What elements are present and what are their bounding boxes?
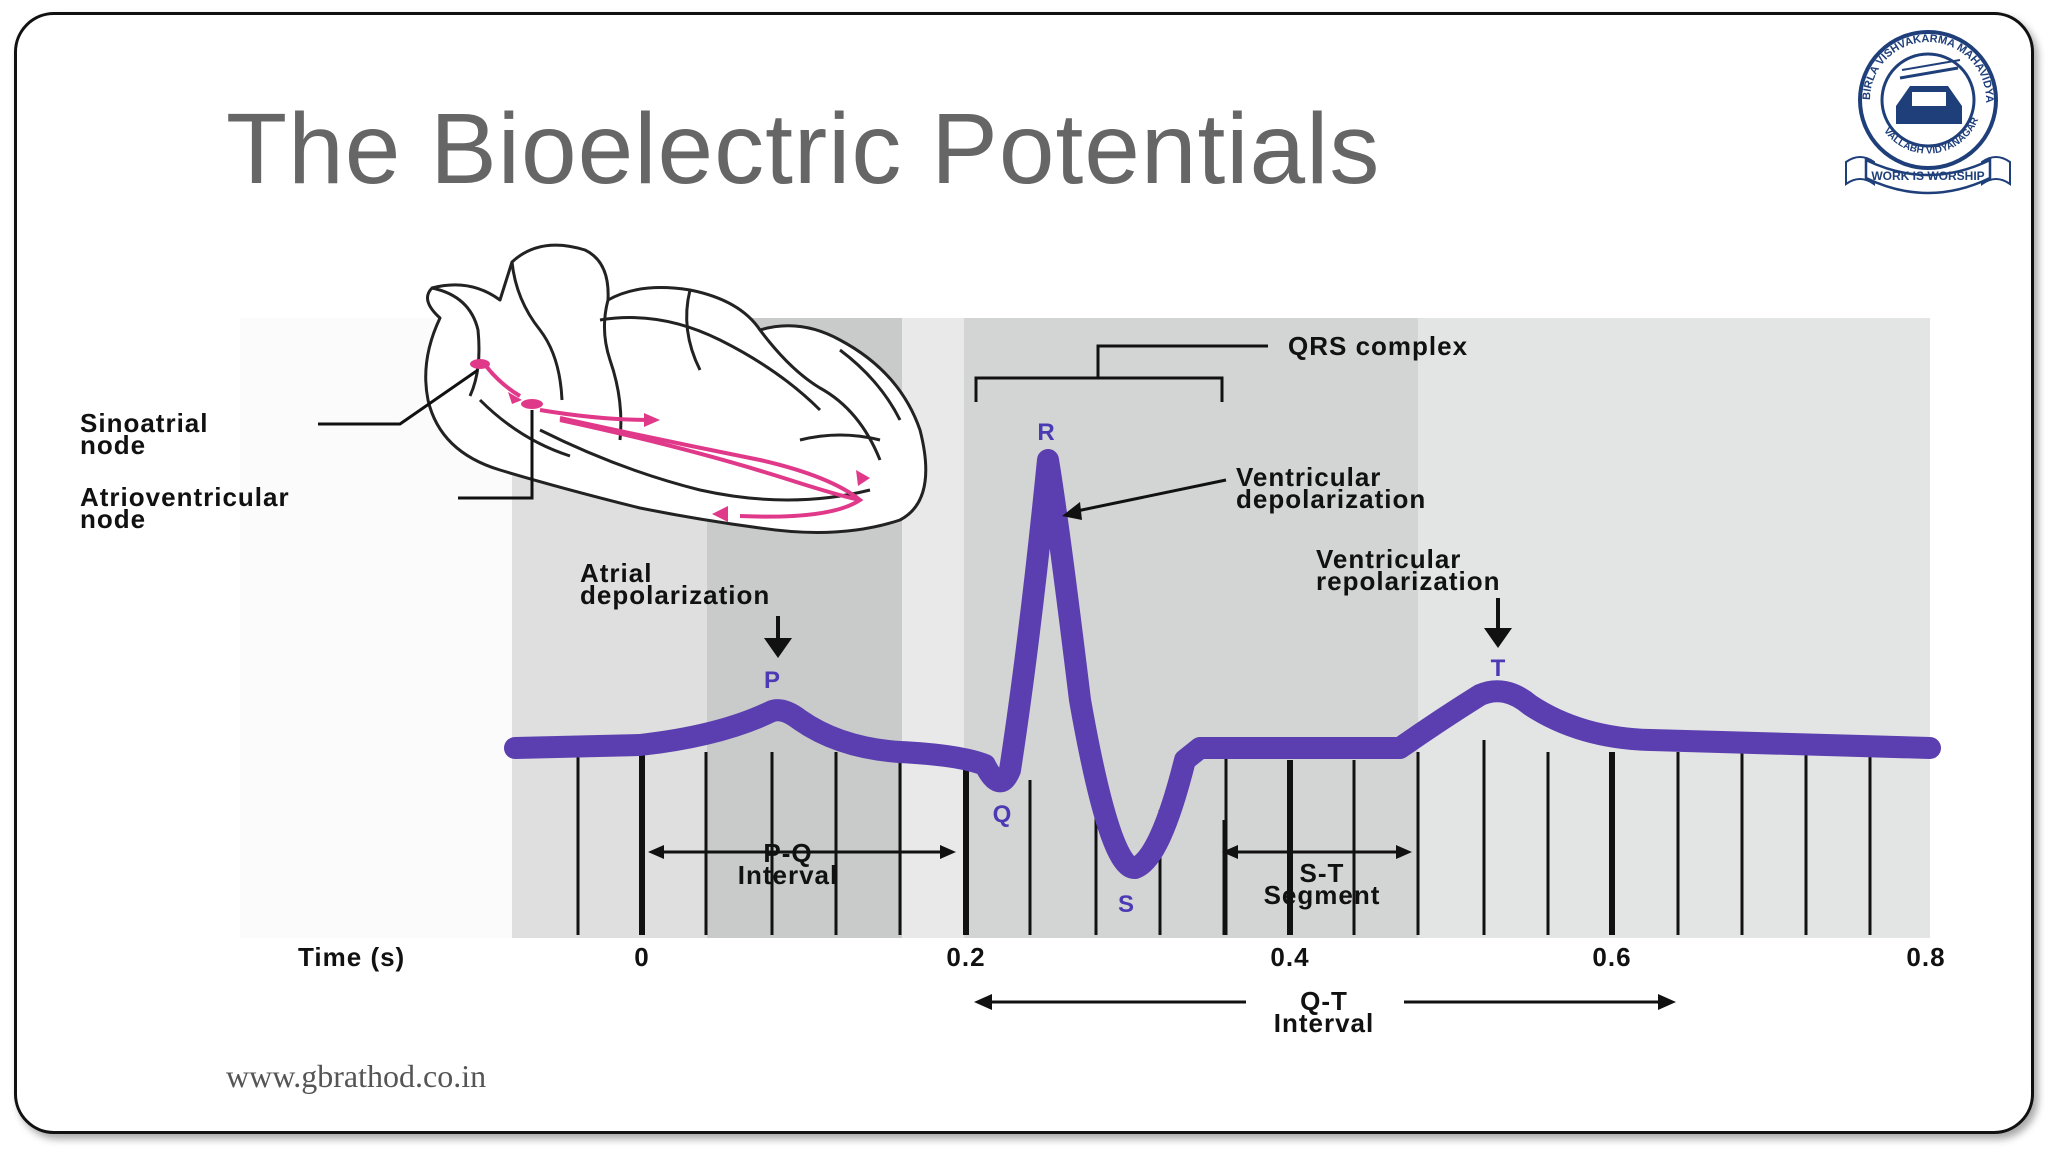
st-segment-label-2: Segment [1264, 880, 1381, 910]
conduction-nodes [470, 359, 870, 522]
qrs-bracket [974, 344, 1268, 402]
p-wave-label: P [764, 667, 780, 694]
qt-interval-label-1: Q-T [1300, 986, 1348, 1016]
ventricular-depolarization-label-2: depolarization [1236, 484, 1426, 514]
pq-interval-label-2: Interval [738, 860, 839, 890]
atrial-depolarization-label-2: depolarization [580, 580, 770, 610]
av-node-label-1: Atrioventricular [80, 482, 290, 512]
q-wave-label: Q [993, 801, 1012, 828]
atrial-depolarization-label-1: Atrial [580, 558, 652, 588]
s-wave-label: S [1118, 891, 1134, 918]
sa-node-pointer [318, 368, 479, 426]
ventricular-repolarization-label-1: Ventricular [1316, 544, 1461, 574]
t-wave-arrowhead [1484, 628, 1512, 648]
time-tick-0-4: 0.4 [1270, 942, 1309, 972]
ventricular-depolarization-label-1: Ventricular [1236, 462, 1381, 492]
slide-title: The Bioelectric Potentials [226, 93, 1381, 205]
time-tick-0: 0 [634, 942, 649, 972]
time-axis-label: Time (s) [298, 942, 405, 972]
st-segment [1222, 845, 1412, 859]
heart-illustration [424, 243, 928, 534]
time-tick-0-2: 0.2 [946, 942, 985, 972]
college-logo: BIRLA VISHVAKARMA MAHAVIDYALAYA VALLABH … [1840, 28, 2011, 195]
qt-interval [974, 994, 1676, 1010]
ecg-waveform [504, 449, 1941, 879]
sa-node-label-2: node [80, 430, 146, 460]
qt-interval-label-2: Interval [1274, 1008, 1375, 1038]
st-segment-label-1: S-T [1300, 858, 1345, 888]
time-grid [576, 740, 1872, 935]
qrs-complex-label: QRS complex [1288, 331, 1468, 361]
conduction-pathway [484, 364, 864, 519]
footer-website: www.gbrathod.co.in [226, 1058, 487, 1094]
pq-interval-label-1: P-Q [763, 838, 812, 868]
p-wave-arrowhead [764, 638, 792, 658]
av-node-label-2: node [80, 504, 146, 534]
logo-motto: WORK IS WORSHIP [1871, 169, 1984, 183]
sa-node-label-1: Sinoatrial [80, 408, 208, 438]
ventricular-repolarization-label-2: repolarization [1316, 566, 1500, 596]
r-wave-label: R [1037, 419, 1054, 446]
t-wave-label: T [1491, 655, 1506, 682]
av-node-pointer [458, 410, 534, 500]
ventricular-depolarization-pointer [1071, 478, 1227, 514]
ventricular-depolarization-arrowhead [1062, 502, 1082, 520]
time-tick-0-6: 0.6 [1592, 942, 1631, 972]
pq-interval [648, 845, 956, 859]
time-tick-0-8: 0.8 [1906, 942, 1945, 972]
